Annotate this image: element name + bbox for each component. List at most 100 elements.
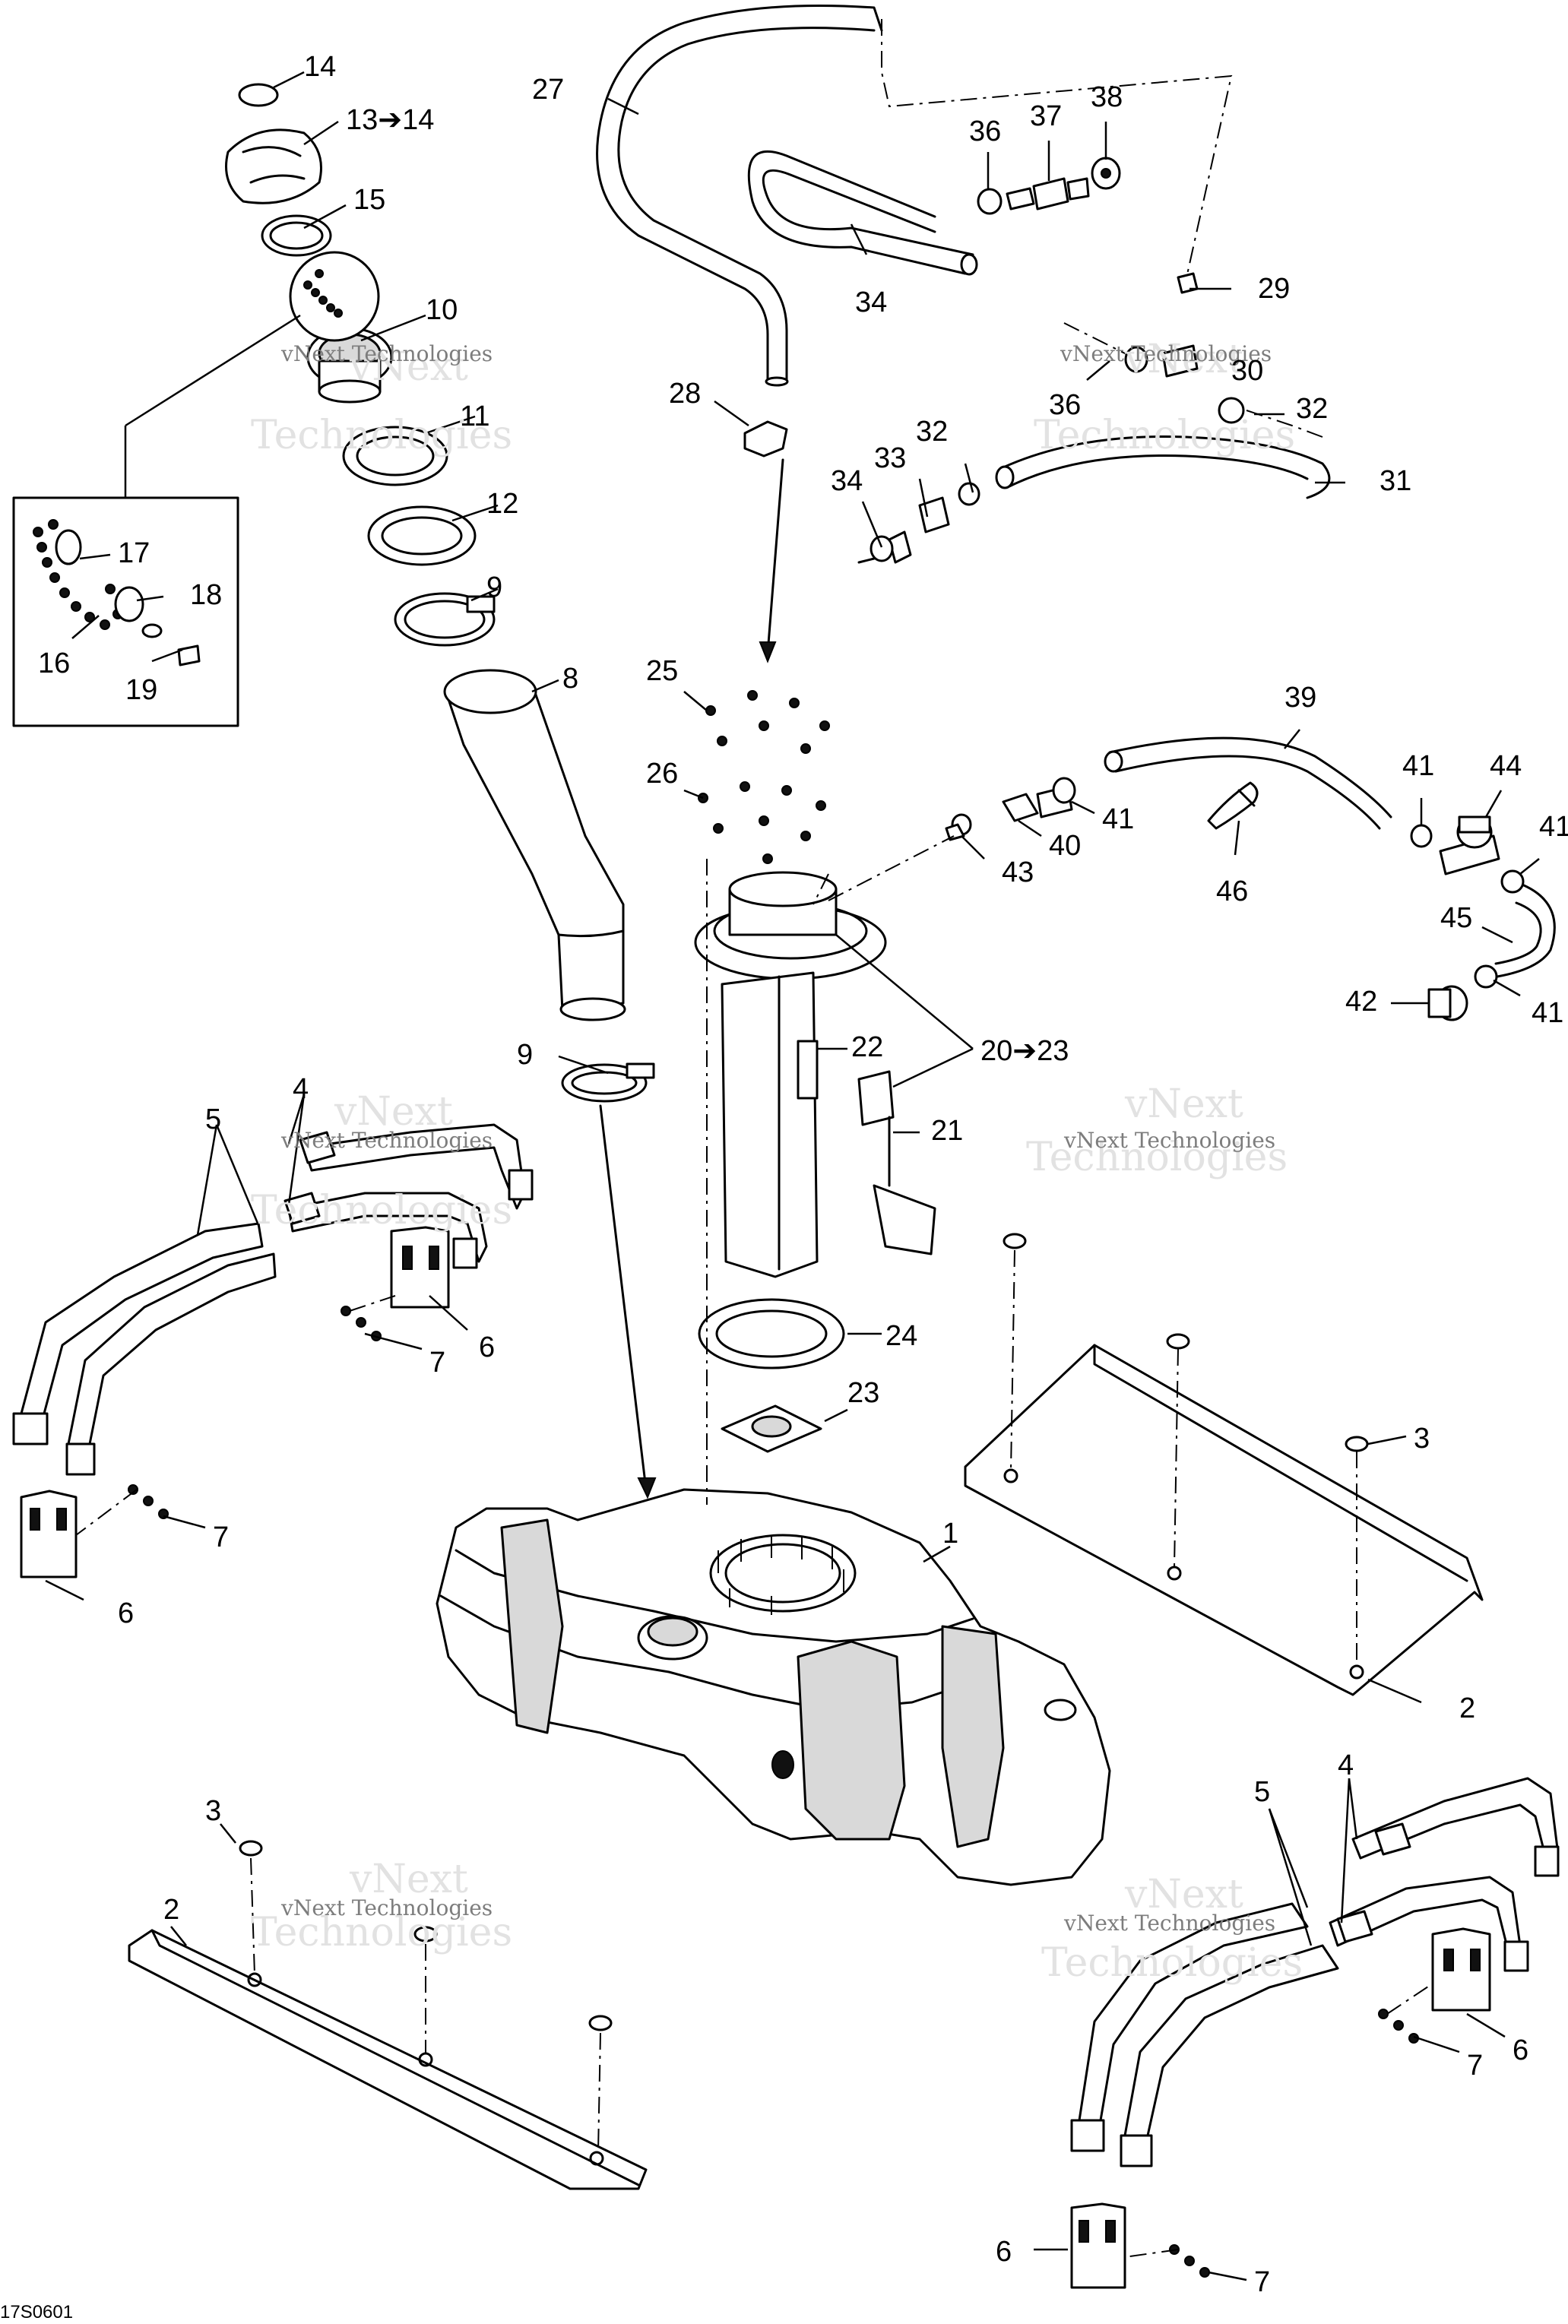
callout-1: 1 (942, 1518, 958, 1550)
callout-3: 3 (205, 1795, 221, 1827)
callout-31: 31 (1380, 465, 1411, 497)
callout-13: 13➔14 (346, 104, 434, 136)
tank-strap-lower-right (1070, 1777, 1560, 2167)
callout-21: 21 (931, 1115, 963, 1147)
callout-25: 25 (646, 655, 678, 687)
callout-12: 12 (486, 488, 518, 520)
callout-41: 41 (1539, 811, 1568, 843)
fuel-tank (436, 1488, 1111, 1886)
vent-hose-27 (596, 5, 883, 387)
callout-5: 5 (205, 1103, 221, 1135)
svg-text:vNext: vNext (1124, 1872, 1243, 1917)
callout-28: 28 (669, 378, 701, 410)
callout-41: 41 (1532, 997, 1563, 1029)
diagram-code: 17S0601 (0, 2302, 73, 2322)
callout-33: 33 (874, 442, 906, 474)
callout-4: 4 (293, 1073, 309, 1105)
svg-text:Technologies: Technologies (251, 1188, 512, 1233)
callout-6: 6 (118, 1597, 134, 1629)
callout-37: 37 (1030, 100, 1062, 132)
leader-lines (45, 71, 1540, 2281)
callout-22: 22 (851, 1031, 883, 1063)
filler-gaskets (342, 426, 477, 566)
tee-fitting-44 (1439, 815, 1500, 875)
push-rivets (239, 1233, 1369, 2031)
svg-text:Technologies: Technologies (1034, 413, 1295, 458)
svg-text:vNext Technologies: vNext Technologies (280, 1895, 493, 1920)
svg-text:vNext: vNext (334, 1089, 453, 1135)
callout-18: 18 (190, 579, 222, 611)
callout-7: 7 (1254, 2266, 1270, 2298)
heat-shield-right (964, 1344, 1484, 1696)
callout-3: 3 (1414, 1423, 1430, 1455)
heat-shield-left (128, 1929, 648, 2190)
callout-23: 23 (847, 1377, 879, 1409)
watermarks: Technologies vNext vNext Technologies Te… (251, 337, 1303, 1986)
callout-30: 30 (1231, 355, 1263, 387)
svg-text:vNext: vNext (1124, 1081, 1243, 1127)
callout-14: 14 (304, 51, 336, 83)
hose-clamps-9 (394, 592, 655, 1103)
filler-flange (306, 327, 393, 404)
callout-27: 27 (532, 74, 564, 106)
tank-strap-upper-left (12, 1123, 534, 1476)
fuel-cap (225, 83, 380, 342)
callout-9: 9 (486, 572, 502, 603)
pump-seal-ring (698, 1298, 845, 1369)
svg-text:vNext Technologies: vNext Technologies (280, 1128, 493, 1153)
callout-4: 4 (1338, 1749, 1354, 1781)
callout-labels: 14 13➔14 15 10 11 12 9 17 18 16 19 8 9 2… (0, 51, 1568, 2322)
callout-34: 34 (855, 287, 887, 318)
callout-17: 17 (118, 537, 150, 569)
callout-7: 7 (213, 1521, 229, 1553)
fitting-32-33-34 (857, 482, 980, 564)
callout-6: 6 (1513, 2034, 1528, 2066)
callout-24: 24 (885, 1320, 917, 1352)
callout-20: 20➔23 (980, 1035, 1069, 1067)
callout-32: 32 (1296, 393, 1328, 425)
callout-26: 26 (646, 758, 678, 790)
svg-text:vNext: vNext (1124, 337, 1243, 382)
tank-strap-bracket-lower (1070, 1927, 1491, 2289)
fuel-hose-39 (1104, 736, 1392, 830)
callout-7: 7 (429, 1347, 445, 1379)
tank-strap-bracket-upper (20, 1226, 450, 1578)
callout-8: 8 (562, 663, 578, 695)
callout-44: 44 (1490, 750, 1522, 782)
fuel-pump-module (694, 690, 936, 1278)
svg-text:Technologies: Technologies (1041, 1940, 1303, 1986)
svg-text:vNext: vNext (349, 344, 468, 390)
callout-5: 5 (1254, 1776, 1270, 1808)
bolts-7 (75, 1295, 1433, 2278)
callout-6: 6 (479, 1331, 495, 1363)
fuel-fittings-40-41-43 (945, 777, 1525, 989)
pump-filter (721, 1404, 822, 1453)
callout-9: 9 (517, 1039, 533, 1071)
callout-46: 46 (1216, 875, 1248, 907)
callout-2: 2 (163, 1894, 179, 1926)
callout-42: 42 (1345, 986, 1377, 1018)
svg-text:Technologies: Technologies (1026, 1135, 1288, 1180)
callout-7: 7 (1467, 2050, 1483, 2082)
svg-text:vNext: vNext (349, 1857, 468, 1902)
callout-38: 38 (1091, 81, 1123, 113)
hose-tie-46 (1207, 781, 1259, 830)
callout-6: 6 (996, 2236, 1012, 2268)
callout-32: 32 (916, 416, 948, 448)
callout-41: 41 (1402, 750, 1434, 782)
clip-28 (743, 420, 788, 458)
callout-29: 29 (1258, 273, 1290, 305)
callout-11: 11 (460, 401, 489, 432)
plug-42 (1427, 985, 1468, 1021)
svg-text:Technologies: Technologies (251, 413, 512, 458)
svg-text:Technologies: Technologies (251, 1910, 512, 1955)
callout-10: 10 (426, 294, 458, 326)
svg-text:vNext Technologies: vNext Technologies (1063, 1911, 1275, 1936)
callout-34: 34 (831, 465, 863, 497)
callout-43: 43 (1002, 856, 1034, 888)
callout-45: 45 (1440, 902, 1472, 934)
hose-34 (747, 150, 978, 276)
fitting-36-37-38 (977, 157, 1121, 215)
filler-neck-hose (443, 669, 626, 1021)
callout-2: 2 (1459, 1692, 1475, 1724)
